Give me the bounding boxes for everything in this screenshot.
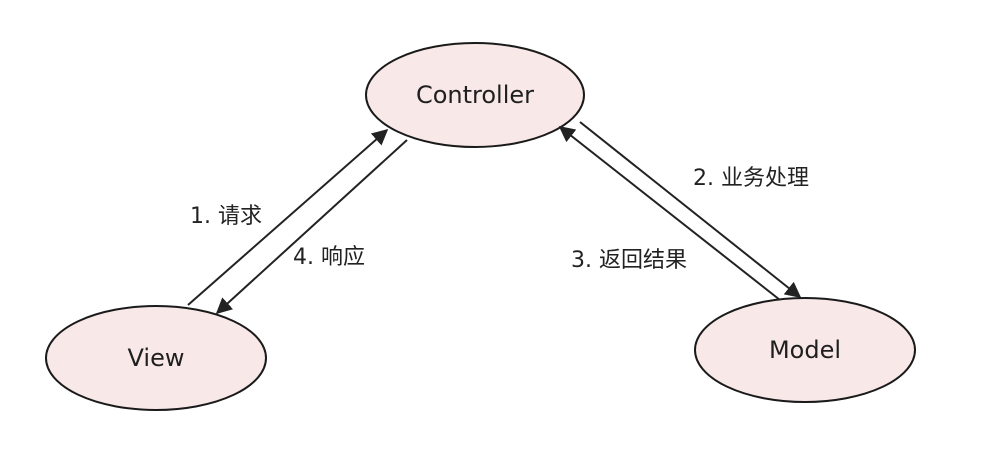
- response-arrow: [215, 139, 408, 315]
- business-label: 2. 业务处理: [693, 166, 809, 191]
- response-label: 4. 响应: [293, 245, 365, 270]
- request-label: 1. 请求: [190, 204, 262, 229]
- return-result-label: 3. 返回结果: [571, 248, 687, 273]
- return-result-arrow: [558, 126, 781, 301]
- view-label: View: [128, 344, 185, 372]
- model-node: Model: [694, 297, 916, 403]
- model-label: Model: [769, 336, 841, 364]
- controller-node: Controller: [365, 42, 585, 148]
- request-arrow: [187, 128, 389, 306]
- view-node: View: [45, 305, 267, 411]
- business-arrow: [579, 121, 802, 298]
- controller-label: Controller: [416, 81, 534, 109]
